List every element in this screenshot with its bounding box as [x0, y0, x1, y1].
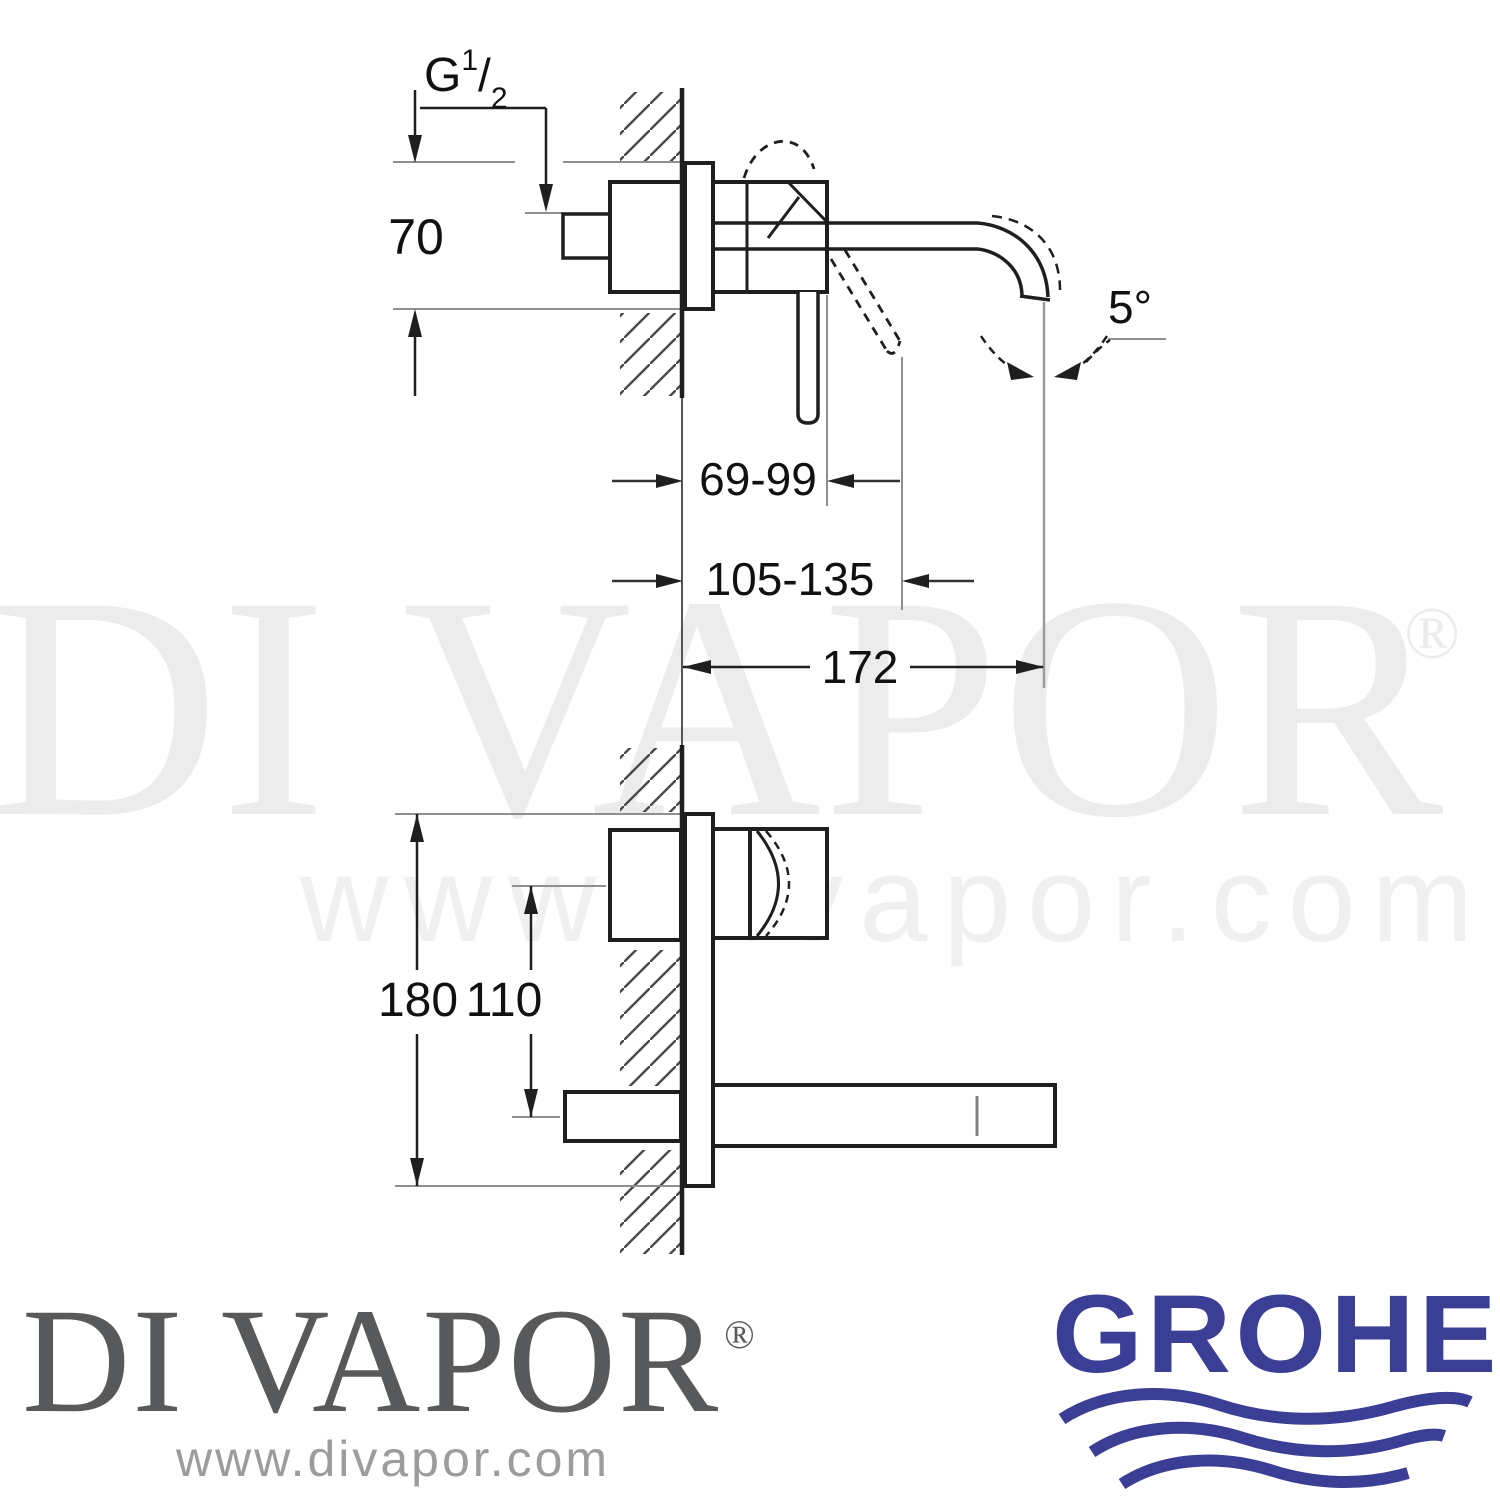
- spout-bend: [977, 221, 1051, 302]
- front-view: [563, 812, 1057, 1188]
- dim-label-172: 172: [821, 641, 899, 693]
- spout-ghost: [991, 214, 1062, 291]
- spout-tube: [713, 221, 978, 251]
- spout-front: [711, 1083, 1057, 1148]
- divapor-url: www.divapor.com: [176, 1431, 611, 1487]
- swivel-arc: [979, 335, 1111, 380]
- wall-hatching: [620, 92, 682, 1254]
- knob-arc-dashed: [765, 830, 791, 937]
- concealed-body: [608, 180, 685, 294]
- dim-label-69-99: 69-99: [699, 453, 817, 505]
- side-view: [561, 140, 1062, 425]
- dim-label-110: 110: [465, 974, 543, 1027]
- watermark-divapor: DI VAPOR: [0, 531, 1445, 883]
- dim-label-70: 70: [388, 209, 444, 265]
- dim-label-thread: G1/2: [424, 44, 508, 115]
- extension-lines: [393, 161, 1166, 1187]
- divapor-logo: DI VAPOR®: [22, 1278, 757, 1444]
- concealed-body-front: [608, 828, 683, 942]
- watermark-url: www.divapor.com: [300, 831, 1490, 967]
- knob-arc: [755, 830, 780, 937]
- supply-stub-front: [563, 1090, 683, 1143]
- wall-plate-front: [683, 812, 715, 1188]
- dim-label-105-135: 105-135: [705, 553, 875, 605]
- handle-swing-arc: [742, 140, 816, 179]
- divapor-registered-icon: ®: [724, 1312, 757, 1357]
- dimension-lines: [408, 90, 1044, 1186]
- wall-plate-side: [683, 161, 715, 311]
- dim-label-5deg: 5°: [1108, 281, 1152, 333]
- handle-base-front: [711, 827, 752, 940]
- grohe-waves-icon: [1058, 1388, 1473, 1490]
- watermark-registered-icon: ®: [1404, 593, 1461, 675]
- dim-label-180: 180: [377, 974, 459, 1027]
- handle-chamfer: [766, 181, 828, 239]
- handle-ghost: [829, 249, 902, 355]
- grohe-logo: GROHE: [1052, 1273, 1500, 1396]
- supply-stub: [561, 212, 612, 260]
- handle-lever: [796, 292, 820, 425]
